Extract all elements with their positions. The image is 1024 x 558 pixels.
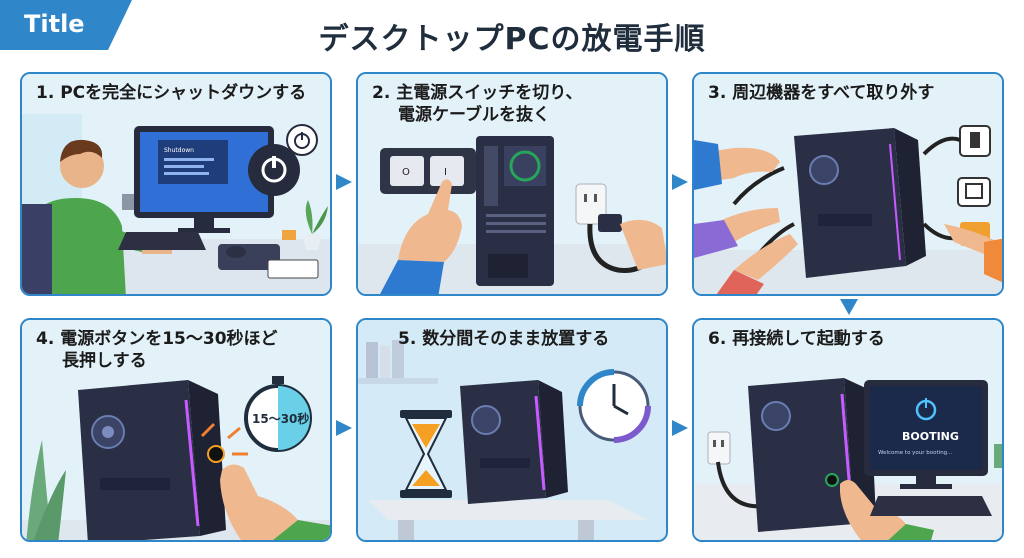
title-tab-shape (0, 0, 132, 50)
step-6-scene: BOOTING Welcome to your booting... (694, 320, 1002, 540)
page-title: デスクトップPCの放電手順 (318, 22, 706, 57)
step-3-label: 3. 周辺機器をすべて取り外す (708, 83, 935, 103)
arrow-step3-to-step6 (840, 299, 858, 315)
switch-off-label: O (402, 167, 410, 178)
arrow-step4-to-step5 (336, 420, 352, 436)
step-5-label: 5. 数分間そのまま放置する (398, 329, 610, 349)
title-tab: Title (0, 0, 132, 50)
step-4-label-line1: 4. 電源ボタンを15〜30秒ほど (36, 329, 278, 349)
step-4-label-line2: 長押しする (62, 351, 147, 371)
step-6-panel: BOOTING Welcome to your booting... 6. 再接… (692, 318, 1004, 542)
switch-on-label: I (444, 167, 447, 178)
step-5-scene (358, 320, 666, 540)
step-2-label-line1: 2. 主電源スイッチを切り、 (372, 83, 583, 103)
step-4-label: 4. 電源ボタンを15〜30秒ほど 長押しする (36, 328, 278, 372)
step-3-scene (694, 74, 1002, 294)
step-2-scene: O I (358, 74, 666, 294)
arrow-step5-to-step6 (672, 420, 688, 436)
shutdown-screen-text: Shutdown (164, 147, 194, 154)
arrow-step1-to-step2 (336, 174, 352, 190)
arrow-step2-to-step3 (672, 174, 688, 190)
step-2-panel: O I 2. 主電源スイッチを切り、 電源ケーブルを抜く (356, 72, 668, 296)
timer-text: 15〜30秒 (252, 411, 309, 426)
booting-title: BOOTING (902, 430, 959, 443)
step-4-panel: 15〜30秒 4. 電源ボタンを15〜30秒ほど 長押しする (20, 318, 332, 542)
step-3-panel: 3. 周辺機器をすべて取り外す (692, 72, 1004, 296)
step-1-panel: Shutdown 1. PCを完全にシャットダウンする (20, 72, 332, 296)
step-5-panel: 5. 数分間そのまま放置する (356, 318, 668, 542)
step-2-label-line2: 電源ケーブルを抜く (398, 105, 550, 125)
booting-subtitle: Welcome to your booting... (878, 450, 953, 456)
step-4-scene: 15〜30秒 (22, 320, 330, 540)
step-1-label: 1. PCを完全にシャットダウンする (36, 83, 307, 103)
step-1-scene: Shutdown (22, 74, 330, 294)
step-2-label: 2. 主電源スイッチを切り、 電源ケーブルを抜く (372, 82, 583, 126)
title-tab-label: Title (24, 10, 85, 38)
step-6-label: 6. 再接続して起動する (708, 329, 885, 349)
